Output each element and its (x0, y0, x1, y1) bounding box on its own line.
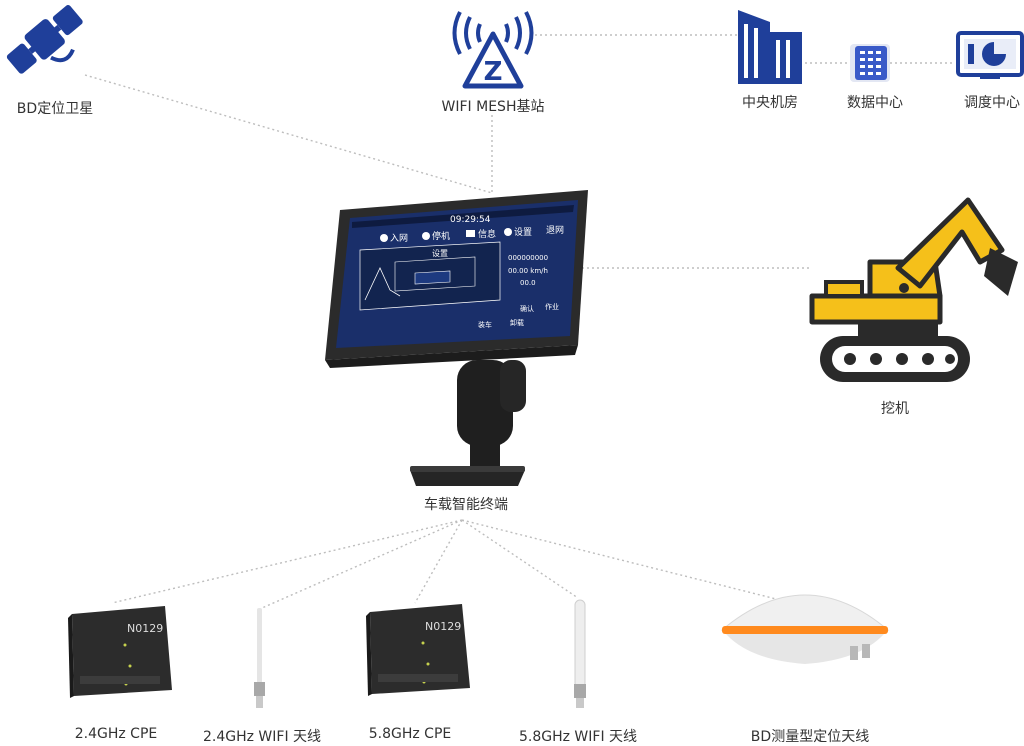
cpe-24-device: N0129 (68, 606, 172, 698)
bd-antenna-device (720, 594, 890, 664)
line-terminal-wifi24 (261, 519, 463, 609)
cpe-58-device: N0129 (366, 604, 470, 696)
wifi-mesh-icon: Z (452, 11, 534, 89)
satellite-icon (6, 5, 83, 74)
label-cpe58: 5.8GHz CPE (368, 726, 452, 742)
line-terminal-cpe58 (414, 519, 463, 604)
screen-btn-2: 作业 (545, 302, 559, 311)
label-terminal: 车载智能终端 (424, 497, 508, 513)
svg-text:Z: Z (484, 57, 503, 87)
screen-num-1: 000000000 (508, 254, 548, 262)
screen-btn-1: 确认 (520, 304, 534, 313)
line-terminal-wifi58 (461, 519, 579, 599)
menu-msg: 信息 (478, 228, 496, 240)
vehicle-terminal: 09:29:54 入网 停机 信息 设置 退网 设置 000000000 00.… (325, 190, 588, 486)
label-dispatch-center: 调度中心 (964, 95, 1020, 111)
label-data-center: 数据中心 (847, 95, 903, 111)
label-bd-antenna: BD测量型定位天线 (750, 729, 870, 745)
building-icon (738, 10, 802, 84)
line-terminal-cpe24 (111, 519, 463, 604)
cpe-58-model: N0129 (425, 620, 461, 633)
connectors (84, 34, 952, 609)
menu-stop: 停机 (432, 230, 450, 242)
wifi-24-antenna (254, 608, 265, 708)
label-central-room: 中央机房 (742, 95, 798, 111)
label-excavator: 挖机 (881, 401, 909, 417)
screen-btn-4: 卸载 (510, 318, 524, 327)
excavator-icon (809, 197, 1018, 382)
label-mesh: WIFI MESH基站 (441, 99, 545, 115)
line-terminal-antenna (461, 519, 801, 606)
label-wifi24: 2.4GHz WIFI 天线 (202, 729, 322, 745)
wifi-58-antenna (574, 599, 586, 708)
menu-in: 入网 (390, 233, 408, 244)
label-wifi58: 5.8GHz WIFI 天线 (518, 729, 638, 745)
label-cpe24: 2.4GHz CPE (74, 726, 158, 742)
line-satellite-terminal (84, 74, 493, 194)
screen-dialog-title: 设置 (432, 248, 448, 258)
menu-set: 设置 (514, 227, 532, 238)
screen-time: 09:29:54 (450, 215, 491, 225)
cpe-24-model: N0129 (127, 622, 163, 635)
terminal-menu: 09:29:54 入网 停机 信息 设置 退网 (380, 215, 564, 244)
menu-exit: 退网 (546, 225, 564, 236)
screen-num-2: 00.00 km/h (508, 267, 548, 275)
screen-num-3: 00.0 (520, 279, 536, 287)
monitor-icon (956, 31, 1024, 79)
server-icon (850, 44, 890, 82)
label-satellite: BD定位卫星 (16, 101, 94, 117)
screen-btn-3: 装车 (478, 320, 492, 329)
